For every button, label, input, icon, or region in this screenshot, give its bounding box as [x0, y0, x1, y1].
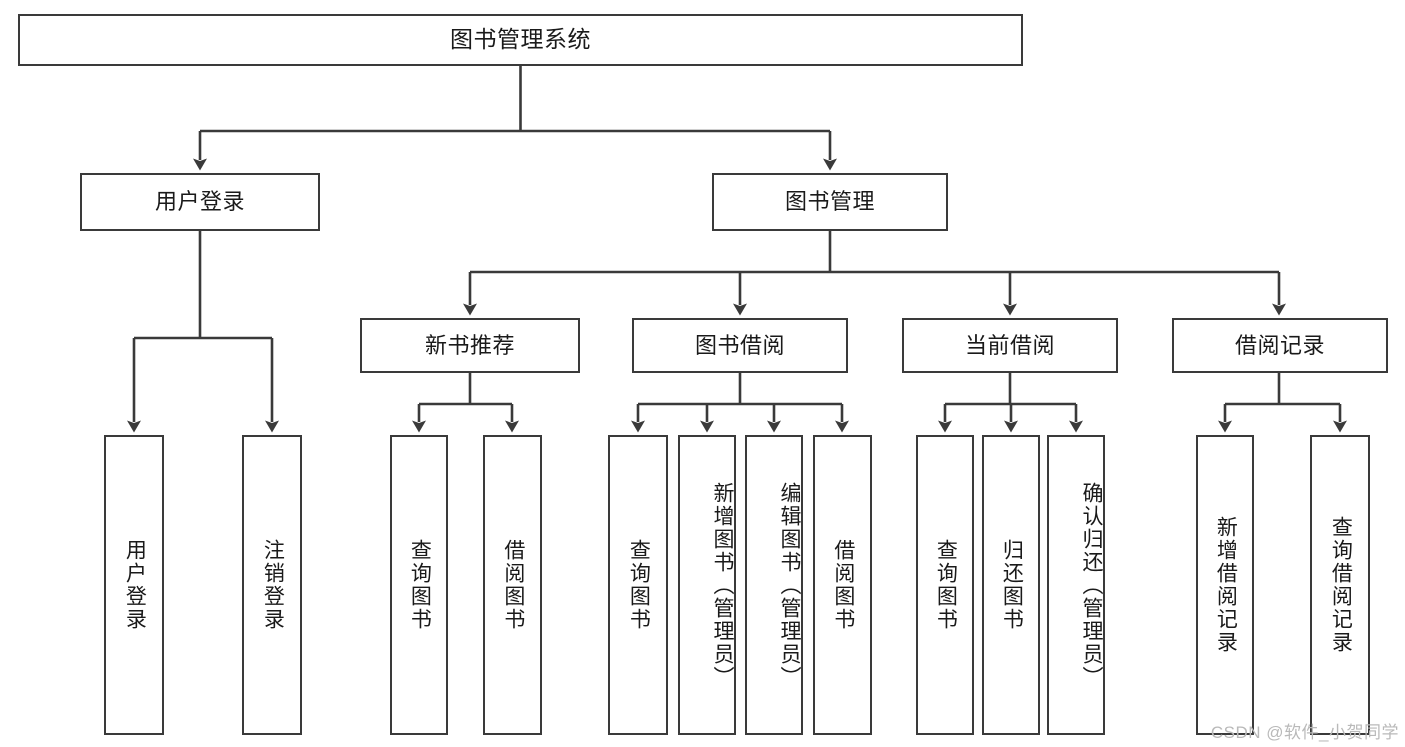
node-label: 查询图书 — [627, 539, 651, 631]
leaf-user-login[interactable]: 用户登录 — [104, 435, 164, 735]
node-label: 确认归还（管理员） — [1080, 481, 1103, 689]
node-label: 查询借阅记录 — [1329, 516, 1353, 654]
node-label: 用户登录 — [123, 539, 147, 631]
node-borrow-record[interactable]: 借阅记录 — [1172, 318, 1388, 373]
node-book-manage[interactable]: 图书管理 — [712, 173, 948, 231]
leaf-query-book-3[interactable]: 查询图书 — [916, 435, 974, 735]
node-label: 新增借阅记录 — [1214, 516, 1238, 654]
node-root-system[interactable]: 图书管理系统 — [18, 14, 1023, 66]
leaf-query-book-2[interactable]: 查询图书 — [608, 435, 668, 735]
leaf-return-book[interactable]: 归还图书 — [982, 435, 1040, 735]
node-label: 借阅图书 — [501, 539, 525, 631]
leaf-query-borrow-record[interactable]: 查询借阅记录 — [1310, 435, 1370, 735]
node-label: 编辑图书（管理员） — [778, 481, 801, 689]
node-label: 查询图书 — [408, 539, 432, 631]
node-label: 查询图书 — [934, 539, 958, 631]
node-book-borrow[interactable]: 图书借阅 — [632, 318, 848, 373]
leaf-borrow-book-1[interactable]: 借阅图书 — [483, 435, 542, 735]
leaf-add-book-admin[interactable]: 新增图书（管理员） — [678, 435, 736, 735]
node-label: 借阅图书 — [831, 539, 855, 631]
leaf-add-borrow-record[interactable]: 新增借阅记录 — [1196, 435, 1254, 735]
node-label: 用户登录 — [154, 189, 245, 215]
leaf-query-book-1[interactable]: 查询图书 — [390, 435, 448, 735]
node-new-book-rec[interactable]: 新书推荐 — [360, 318, 580, 373]
watermark: CSDN @软件_小贺同学 — [1210, 723, 1399, 742]
node-label: 借阅记录 — [1234, 332, 1325, 358]
node-current-borrow[interactable]: 当前借阅 — [902, 318, 1118, 373]
node-label: 图书管理 — [784, 189, 875, 215]
leaf-borrow-book-2[interactable]: 借阅图书 — [813, 435, 872, 735]
leaf-confirm-return-admin[interactable]: 确认归还（管理员） — [1047, 435, 1105, 735]
node-label: 图书管理系统 — [450, 26, 591, 53]
node-label: 新书推荐 — [424, 332, 515, 358]
node-user-login[interactable]: 用户登录 — [80, 173, 320, 231]
node-label: 图书借阅 — [694, 332, 785, 358]
node-label: 新增图书（管理员） — [711, 481, 734, 689]
node-label: 归还图书 — [1000, 539, 1024, 631]
leaf-logout[interactable]: 注销登录 — [242, 435, 302, 735]
leaf-edit-book-admin[interactable]: 编辑图书（管理员） — [745, 435, 803, 735]
node-label: 当前借阅 — [964, 332, 1055, 358]
node-label: 注销登录 — [261, 539, 285, 631]
